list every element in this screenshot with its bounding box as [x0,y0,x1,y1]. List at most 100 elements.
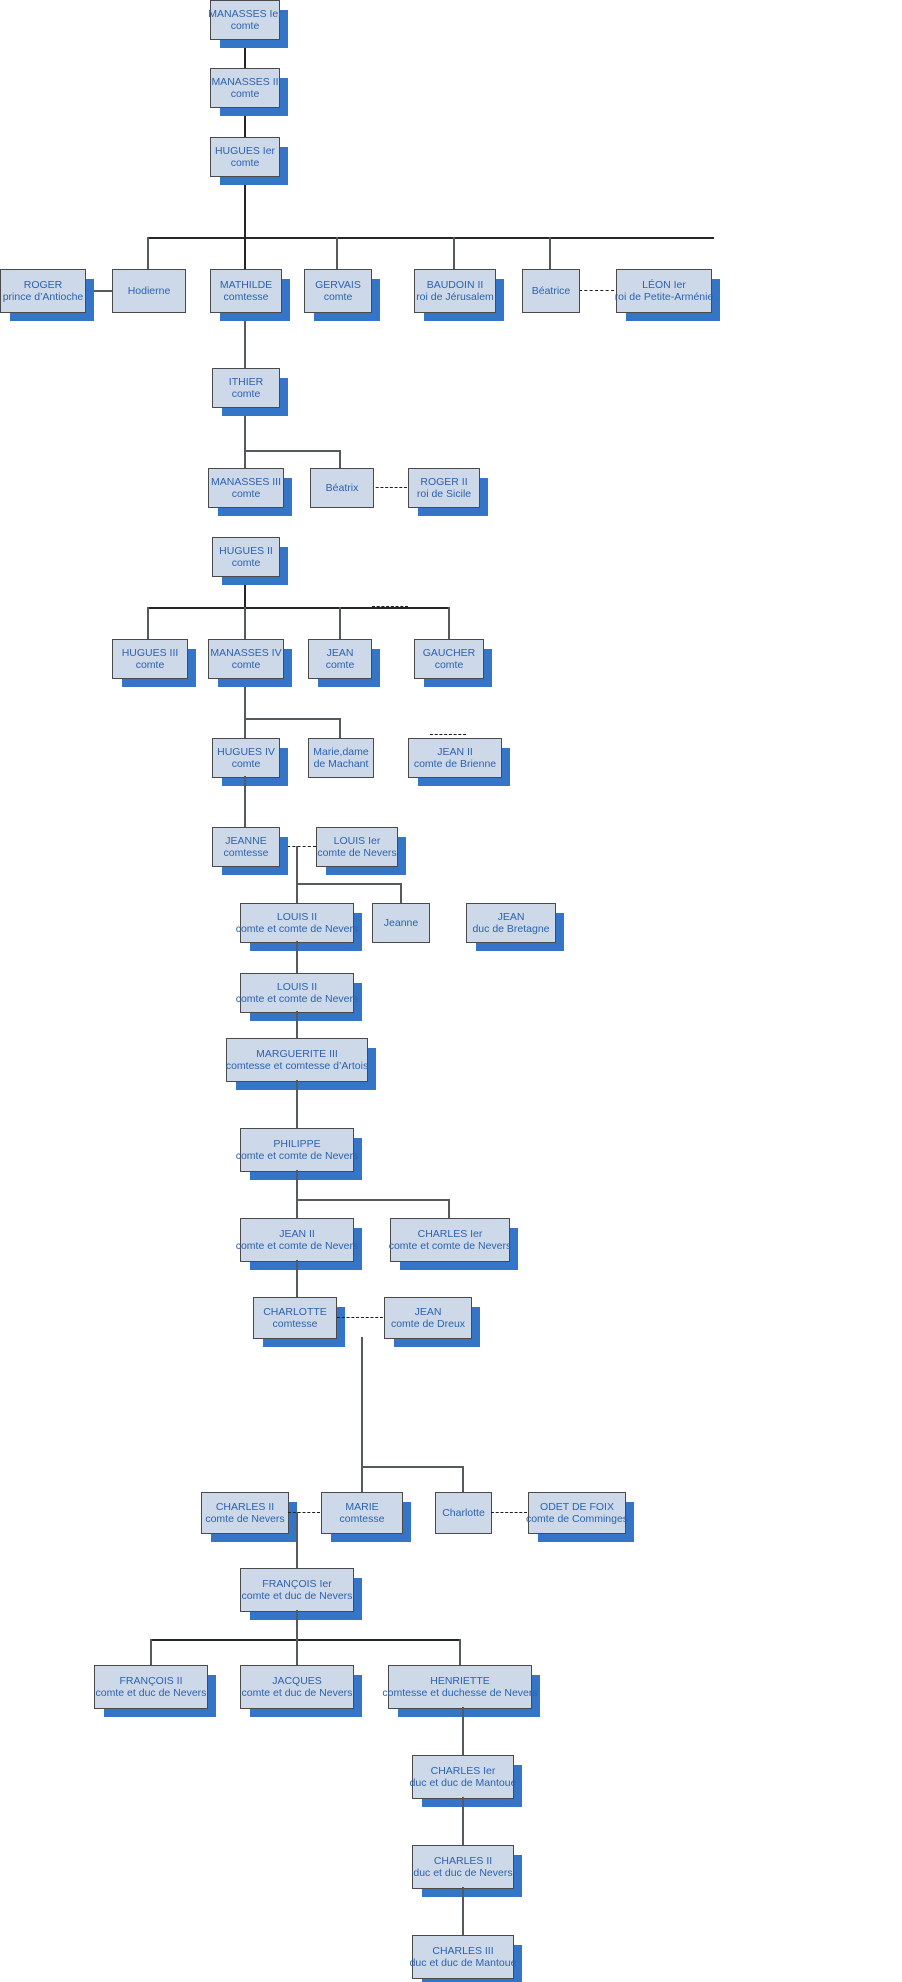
node-louis2b[interactable]: LOUIS II comte et comte de Nevers [236,973,362,1021]
node-francois1[interactable]: FRANÇOIS Ier comte et duc de Nevers [240,1568,362,1620]
connector-hugues1-down [244,175,247,238]
node-roger[interactable]: ROGER prince d’Antioche [0,269,94,321]
node-beatrice[interactable]: Béatrice [522,269,580,313]
node-hugues4[interactable]: HUGUES IV comte [212,738,288,786]
connector-manasses4-down [244,679,246,719]
node-face: FRANÇOIS II comte et duc de Nevers [94,1665,208,1709]
marriage-link-jeanne-jean-bretagne [430,734,466,735]
node-face: ROGER prince d’Antioche [0,269,86,313]
node-face: LOUIS II comte et comte de Nevers [236,903,358,943]
node-face: CHARLES III duc et duc de Mantoue [410,1935,516,1979]
node-louis2a[interactable]: LOUIS II comte et comte de Nevers [236,903,362,951]
node-charlotte-comtesse[interactable]: CHARLOTTE comtesse [253,1297,345,1347]
node-face: JEAN II comte de Brienne [408,738,502,778]
node-marguerite3[interactable]: MARGUERITE III comtesse et comtesse d’Ar… [226,1038,376,1090]
node-face: HUGUES III comte [112,639,188,679]
node-face: MARGUERITE III comtesse et comtesse d’Ar… [226,1038,368,1082]
node-mathilde[interactable]: MATHILDE comtesse [210,269,290,321]
node-hodierne[interactable]: Hodierne [112,269,186,313]
node-jacques[interactable]: JACQUES comte et duc de Nevers [240,1665,362,1717]
node-jeanne-comtesse[interactable]: JEANNE comtesse [212,827,288,875]
connector-hugues4-to-jeanne [244,776,246,827]
connector-charlotte-down [361,1337,363,1447]
node-charles2-mantoue[interactable]: CHARLES II duc et duc de Nevers [412,1845,522,1897]
connector-drop-jacques [296,1639,298,1665]
node-hugues1[interactable]: HUGUES Ier comte [210,137,288,185]
connector-roger-hodierne [84,290,112,292]
connector-drop-hodierne [147,237,149,269]
node-beatrix[interactable]: Béatrix [310,468,374,508]
node-face: HUGUES II comte [212,537,280,577]
connector-drop-hugues3 [147,607,149,639]
connector-bar-charlotte-children [361,1466,462,1468]
node-gervais[interactable]: GERVAIS comte [304,269,380,321]
connector-drop-louis2a [296,883,298,903]
node-face: LOUIS Ier comte de Nevers [316,827,398,867]
node-charlotte-small[interactable]: Charlotte [435,1492,492,1534]
node-manasses3[interactable]: MANASSES III comte [208,468,292,516]
node-marie-comtesse[interactable]: MARIE comtesse [321,1492,411,1542]
connector-drop-beatrix [339,450,341,468]
node-face: CHARLES II duc et duc de Nevers [412,1845,514,1889]
marriage-link-charlotte-jean-dreux [337,1317,383,1318]
connector-hugues2-down [244,575,247,608]
marriage-link-beatrice-leon [579,290,614,291]
node-manasses2[interactable]: MANASSES II comte [210,68,288,116]
connector-drop-charles1-nevers [448,1199,450,1218]
node-odet-de-foix[interactable]: ODET DE FOIX comte de Comminges [526,1492,634,1542]
node-roger2[interactable]: ROGER II roi de Sicile [408,468,488,516]
node-jeanne-small[interactable]: Jeanne [372,903,430,943]
node-charles1-mantoue[interactable]: CHARLES Ier duc et duc de Mantoue [410,1755,522,1807]
node-hugues2[interactable]: HUGUES II comte [212,537,288,585]
node-marie-machant[interactable]: Marie,dame de Machant [308,738,374,778]
marriage-link-marie-jean2 [372,606,408,607]
node-face: Béatrice [522,269,580,313]
node-henriette[interactable]: HENRIETTE comtesse et duchesse de Nevers [382,1665,540,1717]
node-jean2-brienne[interactable]: JEAN II comte de Brienne [408,738,510,786]
node-leon1[interactable]: LÉON Ier roi de Petite-Arménie [615,269,720,321]
node-philippe[interactable]: PHILIPPE comte et comte de Nevers [236,1128,362,1180]
connector-drop-hugues4 [244,718,246,738]
node-face: Charlotte [435,1492,492,1534]
connector-drop-henriette [459,1639,461,1665]
node-charles1-nevers[interactable]: CHARLES Ier comte et comte de Nevers [389,1218,518,1270]
node-face: MANASSES II comte [210,68,280,108]
node-baudoin2[interactable]: BAUDOIN II roi de Jérusalem [414,269,504,321]
node-hugues3[interactable]: HUGUES III comte [112,639,196,687]
node-face: HUGUES Ier comte [210,137,280,177]
node-charles3-mantoue[interactable]: CHARLES III duc et duc de Mantoue [410,1935,522,1982]
node-manasses1[interactable]: MANASSES Ier comte [208,0,288,48]
connector-philippe-down [296,1170,298,1200]
node-face: LOUIS II comte et comte de Nevers [236,973,358,1013]
connector-henriette-charles1m [462,1707,464,1755]
connector-drop-francois2 [150,1639,152,1665]
node-jean-dreux[interactable]: JEAN comte de Dreux [384,1297,480,1347]
node-jean2-nevers[interactable]: JEAN II comte et comte de Nevers [236,1218,362,1270]
node-jean[interactable]: JEAN comte [308,639,380,687]
connector-drop-jean [339,607,341,639]
node-face: MANASSES IV comte [208,639,284,679]
connector-drop-gervais [336,237,338,269]
connector-jeanne-louis1-down [296,846,298,884]
node-face: JEAN II comte et comte de Nevers [236,1218,358,1262]
node-face: GERVAIS comte [304,269,372,313]
node-face: CHARLOTTE comtesse [253,1297,337,1339]
node-jean-bretagne[interactable]: JEAN duc de Bretagne [466,903,564,951]
connector-to-francois1 [296,1512,298,1568]
node-manasses4[interactable]: MANASSES IV comte [208,639,292,687]
node-gaucher[interactable]: GAUCHER comte [414,639,492,687]
connector-drop-beatrice [549,237,551,269]
node-face: MANASSES Ier comte [208,0,282,40]
node-face: PHILIPPE comte et comte de Nevers [236,1128,358,1172]
connector-manasses1-manasses2 [244,38,247,74]
node-face: ROGER II roi de Sicile [408,468,480,508]
connector-drop-charlotte-small [462,1466,464,1492]
node-francois2[interactable]: FRANÇOIS II comte et duc de Nevers [94,1665,216,1717]
node-ithier[interactable]: ITHIER comte [212,368,288,416]
connector-drop-manasses4 [244,607,246,639]
marriage-link-charlotte-odet [491,1512,527,1513]
node-charles2-nevers[interactable]: CHARLES II comte de Nevers [201,1492,297,1542]
node-louis1[interactable]: LOUIS Ier comte de Nevers [316,827,406,875]
node-face: Jeanne [372,903,430,943]
